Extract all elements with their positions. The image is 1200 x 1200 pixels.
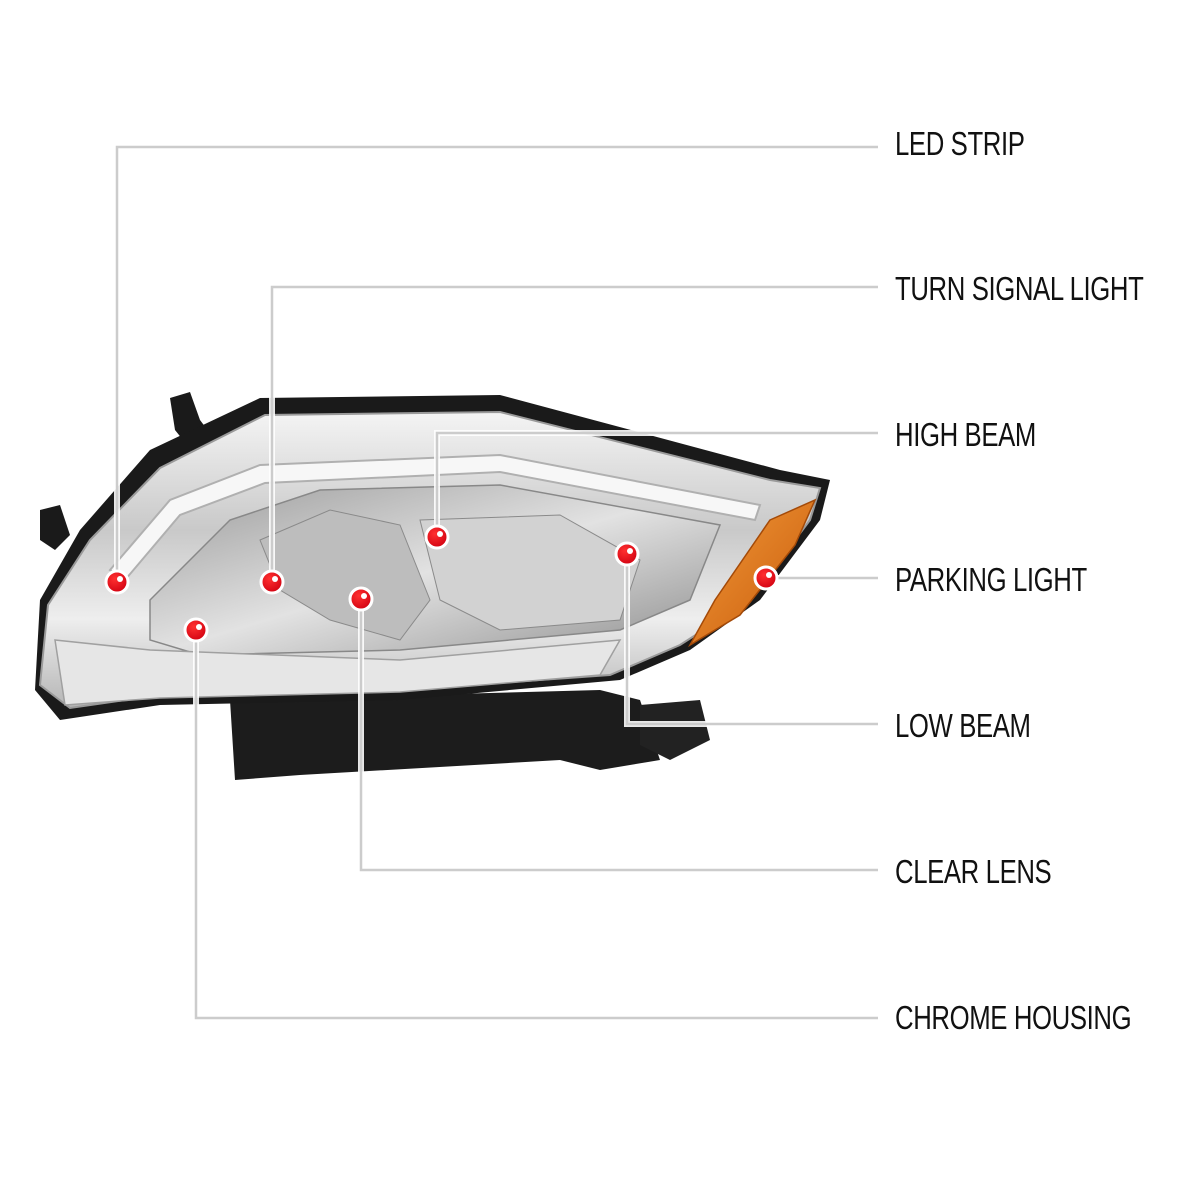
- low-beam-reflector: [419, 514, 641, 631]
- leader-chrome-housing: [194, 630, 878, 1020]
- marker-dot-icon: [259, 569, 285, 595]
- black-mounting-base: [40, 392, 710, 780]
- marker-dot-icon: [104, 569, 130, 595]
- label-led-strip: LED STRIP: [895, 125, 1025, 162]
- leader-led-strip: [115, 145, 878, 582]
- marker-dot-icon: [183, 617, 209, 643]
- leader-high-beam: [435, 431, 878, 537]
- label-chrome-housing: CHROME HOUSING: [895, 999, 1132, 1036]
- led-strip-band: [108, 453, 762, 582]
- marker-dot-icon: [753, 565, 779, 591]
- marker-dots: [104, 524, 779, 643]
- high-beam-reflector: [259, 509, 431, 641]
- label-low-beam: LOW BEAM: [895, 707, 1031, 744]
- marker-dot-icon: [348, 586, 374, 612]
- amber-parking-light: [687, 498, 817, 648]
- label-parking-light: PARKING LIGHT: [895, 561, 1087, 598]
- label-high-beam: HIGH BEAM: [895, 416, 1036, 453]
- marker-dot-icon: [614, 541, 640, 567]
- leader-clear-lens: [359, 599, 878, 872]
- leader-low-beam: [625, 554, 878, 726]
- label-turn-signal-light: TURN SIGNAL LIGHT: [895, 270, 1144, 307]
- leader-turn-signal: [270, 285, 878, 582]
- marker-dot-icon: [424, 524, 450, 550]
- label-clear-lens: CLEAR LENS: [895, 853, 1052, 890]
